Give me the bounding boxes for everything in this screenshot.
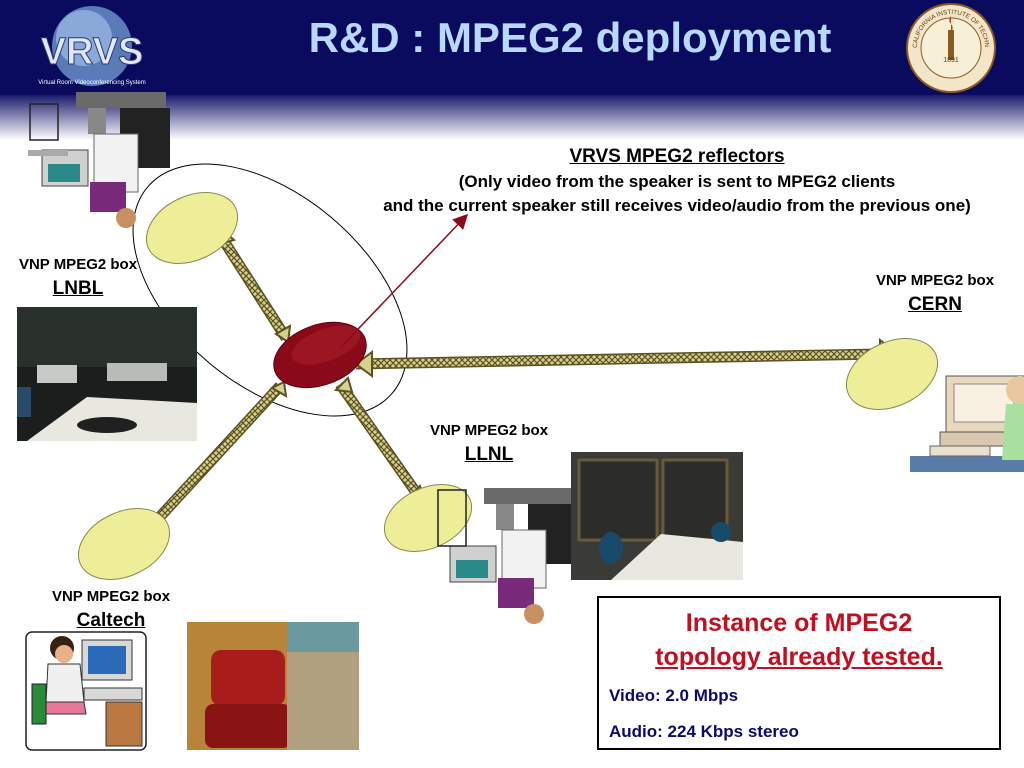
llnl-room-photo [571,452,743,580]
caltech-box-label: VNP MPEG2 box [51,588,171,605]
arrowhead-refl-cern [354,350,373,378]
info-title: Instance of MPEG2 topology already teste… [599,606,999,674]
caltech-seal: 1891 CALIFORNIA INSTITUTE OF TECHNOLOGY [905,2,996,93]
reflector-note-line2: and the current speaker still receives v… [383,196,971,215]
page-title: R&D : MPEG2 deployment [308,14,832,61]
link-lnbl [217,235,291,341]
header-fade [0,95,1024,140]
lnbl-site-name: LNBL [52,278,104,299]
logo-text: VRVS [41,31,144,73]
llnl-box-label: VNP MPEG2 box [429,422,549,439]
lnbl-room-photo [17,307,197,441]
lnbl-box-label: VNP MPEG2 box [18,256,138,273]
woman-at-computer-icon-caltech [25,631,147,751]
info-title-line1: Instance of MPEG2 [685,609,913,637]
person-at-desk-icon-llnl [437,488,578,624]
header-bar [0,0,1024,95]
info-video: Video: 2.0 Mbps [609,686,739,705]
info-audio: Audio: 224 Kbps stereo [609,722,799,741]
caltech-room-photo [187,622,359,750]
arrowhead-refl-llnl [333,376,354,394]
link-caltech [141,382,285,536]
vrvs-logo: VRVS Virtual Room Videoconferencing Syst… [38,6,146,86]
person-at-computer-icon-cern [910,375,1024,472]
link-cern [355,348,881,370]
logo-subtitle: Virtual Room Videoconferencing System [38,80,146,86]
mpeg2-reflector [273,321,367,389]
mpeg2-box-llnl [383,484,473,552]
reflector-pointer-arrow [339,213,469,349]
mpeg2-box-cern [845,338,939,410]
llnl-site-name: LLNL [464,444,514,465]
arrowhead-refl-caltech [269,380,288,398]
seal-year: 1891 [943,57,959,64]
mpeg2-box-caltech [77,508,171,580]
arrowhead-refl-lnbl [274,324,292,344]
caltech-site-name: Caltech [76,610,146,631]
cern-site-name: CERN [908,294,962,315]
person-at-desk-icon-lnbl [28,92,170,228]
reflector-title: VRVS MPEG2 reflectors [569,146,785,167]
reflector-group-ellipse [132,163,408,417]
info-box: Instance of MPEG2 topology already teste… [597,596,1001,750]
link-llnl [335,380,425,502]
mpeg2-box-lnbl [145,192,239,264]
info-title-line2: topology already tested. [655,643,943,671]
cern-box-label: VNP MPEG2 box [875,272,995,289]
reflector-note-line1: (Only video from the speaker is sent to … [458,172,896,191]
